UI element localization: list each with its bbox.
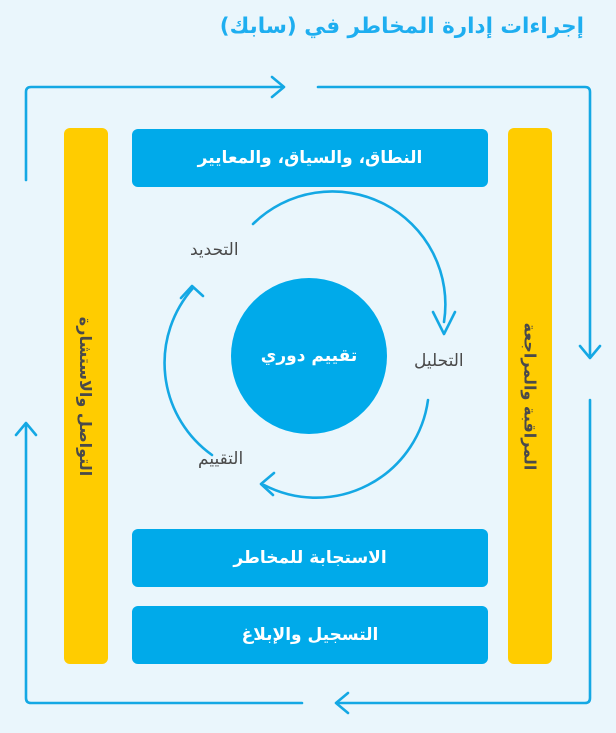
side-bar-right-label: المراقبة والمراجعة (520, 322, 540, 470)
page-title: إجراءات إدارة المخاطر في (سابك) (219, 14, 584, 39)
process-bar-risk-response: الاستجابة للمخاطر (132, 529, 488, 587)
inner-arc-identify (163, 284, 214, 457)
process-bar-recording-reporting: التسجيل والإبلاغ (132, 606, 488, 664)
side-bar-communication-consultation: التواصل والاستشارة (64, 128, 108, 664)
cycle-label-evaluate: التقييم (198, 449, 244, 469)
side-bar-monitoring-review: المراقبة والمراجعة (508, 128, 552, 664)
cycle-label-analyze: التحليل (414, 351, 464, 371)
side-bar-left-label: التواصل والاستشارة (76, 316, 96, 476)
process-bar-scope-context-criteria: النطاق، والسياق، والمعايير (132, 129, 488, 187)
center-circle-periodic-assessment: تقييم دوري (231, 278, 387, 434)
cycle-label-identify: التحديد (190, 240, 239, 260)
